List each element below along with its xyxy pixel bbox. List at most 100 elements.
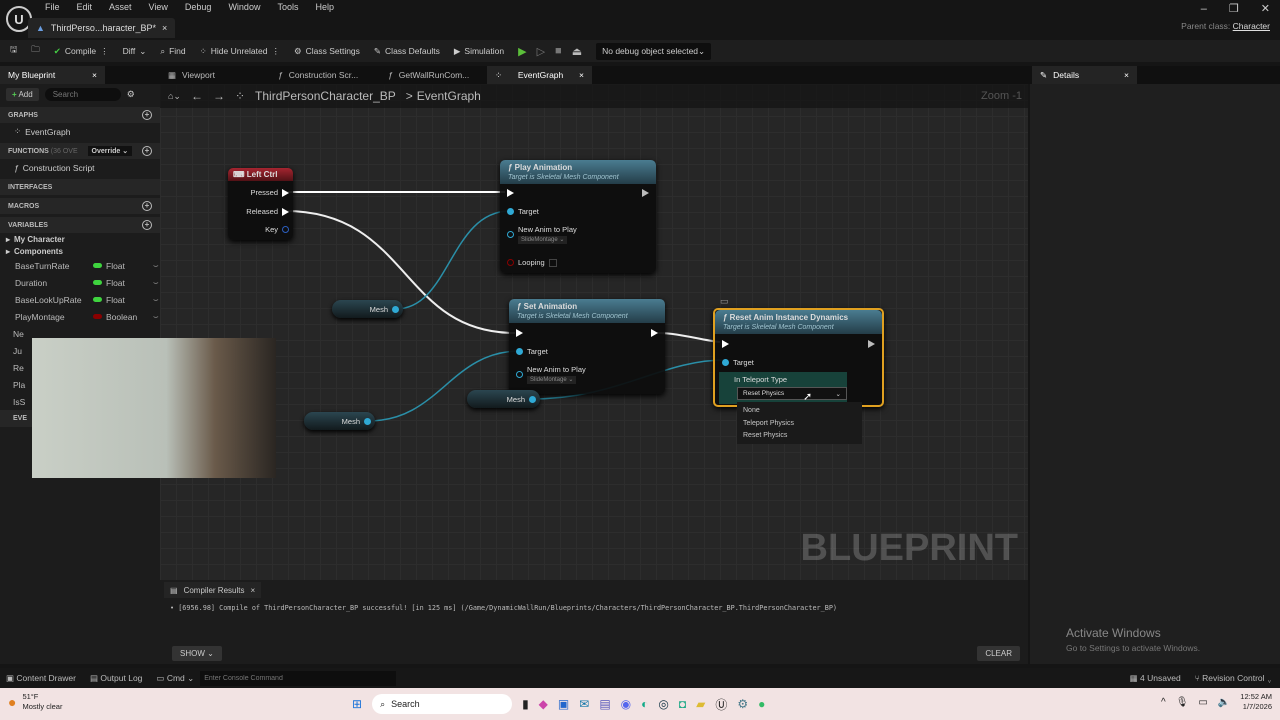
exec-out-pin[interactable] [868, 340, 875, 348]
folder-icon[interactable]: ▰ [696, 697, 706, 711]
menu-file[interactable]: File [45, 2, 60, 12]
visibility-eye-icon[interactable]: ⌣ [153, 294, 159, 304]
override-dropdown[interactable]: Override ⌄ [87, 146, 133, 156]
key-pin[interactable]: Key [265, 225, 289, 234]
looping-pin[interactable]: Looping [507, 258, 557, 267]
exec-out-pin[interactable] [651, 329, 658, 337]
category-my-character[interactable]: ▸ My Character [6, 234, 65, 244]
back-arrow-icon[interactable]: ← [190, 89, 203, 103]
console-input[interactable] [200, 670, 397, 686]
tab-eventgraph[interactable]: ⁘EventGraph× [487, 66, 592, 84]
variable-item[interactable]: Ne [13, 328, 24, 339]
section-interfaces[interactable]: INTERFACES [0, 179, 160, 195]
target-pin[interactable]: Target [516, 347, 548, 356]
close-icon[interactable]: × [161, 23, 168, 33]
menu-debug[interactable]: Debug [184, 2, 212, 12]
cmd-dropdown[interactable]: ▭ Cmd ⌄ [156, 672, 195, 683]
released-pin[interactable]: Released [246, 207, 289, 216]
exec-out-pin[interactable] [642, 189, 649, 197]
parent-class-link[interactable]: Character [1232, 21, 1270, 31]
mesh-getter-node[interactable]: Mesh [304, 412, 375, 430]
simulation-button[interactable]: ▶Simulation [454, 46, 504, 57]
network-icon[interactable]: ▭ [1198, 696, 1208, 708]
variable-item[interactable]: Re [13, 362, 24, 373]
category-components[interactable]: ▸ Components [6, 246, 63, 256]
close-window-button[interactable]: ✕ [1260, 3, 1270, 15]
restore-button[interactable]: ❐ [1228, 3, 1239, 15]
tab-compiler-results[interactable]: ▤Compiler Results× [164, 582, 262, 598]
step-button[interactable]: ▷ [536, 45, 546, 58]
breadcrumb-blueprint[interactable]: ThirdPersonCharacter_BP [255, 89, 396, 103]
volume-icon[interactable]: 🔈 [1217, 696, 1231, 708]
breadcrumb-graph[interactable]: EventGraph [416, 89, 481, 103]
copilot-icon[interactable]: ◆ [538, 697, 548, 711]
edge-icon[interactable]: ◐ [641, 697, 649, 711]
option-none[interactable]: None [743, 407, 760, 414]
add-button[interactable]: + Add [6, 87, 39, 101]
tab-details[interactable]: ✎Details× [1032, 66, 1137, 84]
mesh-getter-node[interactable]: Mesh [332, 300, 403, 318]
content-drawer-button[interactable]: ▣ Content Drawer [6, 672, 76, 683]
chevron-up-icon[interactable]: ^ [1160, 696, 1166, 708]
app-icon[interactable]: ● [758, 697, 766, 711]
visibility-eye-icon[interactable]: ⌣ [153, 311, 159, 321]
menu-tools[interactable]: Tools [277, 2, 299, 12]
visibility-eye-icon[interactable]: ⌣ [153, 277, 159, 287]
unreal-icon[interactable]: Ⓤ [715, 697, 728, 712]
document-tab[interactable]: ▲ThirdPerso...haracter_BP*× [28, 18, 176, 38]
left-ctrl-event-node[interactable]: ⌨ Left Ctrl Pressed Released Key [228, 168, 293, 240]
revision-control-button[interactable]: ⑂ Revision Control ⌄ [1194, 673, 1272, 683]
steam-icon[interactable]: ◎ [658, 697, 669, 711]
visibility-eye-icon[interactable]: ⌣ [153, 260, 159, 270]
variable-item[interactable]: IsS [13, 396, 26, 407]
mesh-getter-node[interactable]: Mesh [467, 390, 540, 408]
taskbar-search[interactable]: ⌕Search [372, 694, 513, 714]
graph-canvas[interactable]: ⌂⌄ ← → ⁘ ThirdPersonCharacter_BP > Event… [160, 84, 1028, 580]
eject-button[interactable]: ⏏ [571, 45, 583, 58]
compile-button[interactable]: ✔Compile ⋮ [53, 45, 109, 57]
menu-edit[interactable]: Edit [76, 2, 93, 12]
debug-object-select[interactable]: No debug object selected ⌄ [596, 42, 712, 60]
teleport-type-dropdown[interactable]: Reset Physics⌄ [737, 387, 847, 400]
teleport-type-pin[interactable]: In Teleport Type Reset Physics⌄ [719, 372, 847, 404]
looping-checkbox[interactable] [548, 258, 557, 267]
forward-arrow-icon[interactable]: → [212, 89, 225, 103]
variable-item[interactable]: Ju [13, 345, 22, 356]
clear-button[interactable]: CLEAR [977, 646, 1020, 661]
bookmark-icon[interactable]: ⌂⌄ [168, 90, 181, 101]
stop-button[interactable]: ■ [555, 45, 562, 57]
add-variable-icon[interactable]: + [142, 220, 152, 230]
menu-view[interactable]: View [148, 2, 168, 12]
hide-unrelated-button[interactable]: ⁘Hide Unrelated ⋮ [199, 45, 280, 57]
save-icon[interactable]: 🖫 [10, 44, 18, 54]
browse-icon[interactable]: 🗀 [31, 44, 40, 54]
minimize-button[interactable]: – [1200, 2, 1207, 15]
add-graph-icon[interactable]: + [142, 110, 152, 120]
class-settings-button[interactable]: ⚙Class Settings [294, 46, 360, 57]
close-icon[interactable]: × [250, 585, 256, 595]
class-defaults-button[interactable]: ✎Class Defaults [374, 46, 440, 57]
pressed-pin[interactable]: Pressed [250, 188, 289, 197]
discord-icon[interactable]: ◉ [620, 697, 632, 711]
target-pin[interactable]: Target [722, 358, 754, 367]
outlook-icon[interactable]: ✉ [579, 697, 590, 711]
exec-in-pin[interactable] [516, 329, 523, 337]
windows-start-icon[interactable]: ⊞ [352, 697, 363, 711]
option-reset-physics[interactable]: Reset Physics [743, 432, 788, 439]
close-icon[interactable]: × [92, 70, 97, 80]
section-variables[interactable]: VARIABLES+ [0, 217, 160, 233]
menu-help[interactable]: Help [315, 2, 334, 12]
tab-my-blueprint[interactable]: My Blueprint× [0, 66, 105, 84]
show-button[interactable]: SHOW ⌄ [172, 646, 222, 661]
play-button[interactable]: ▶ [518, 45, 527, 58]
